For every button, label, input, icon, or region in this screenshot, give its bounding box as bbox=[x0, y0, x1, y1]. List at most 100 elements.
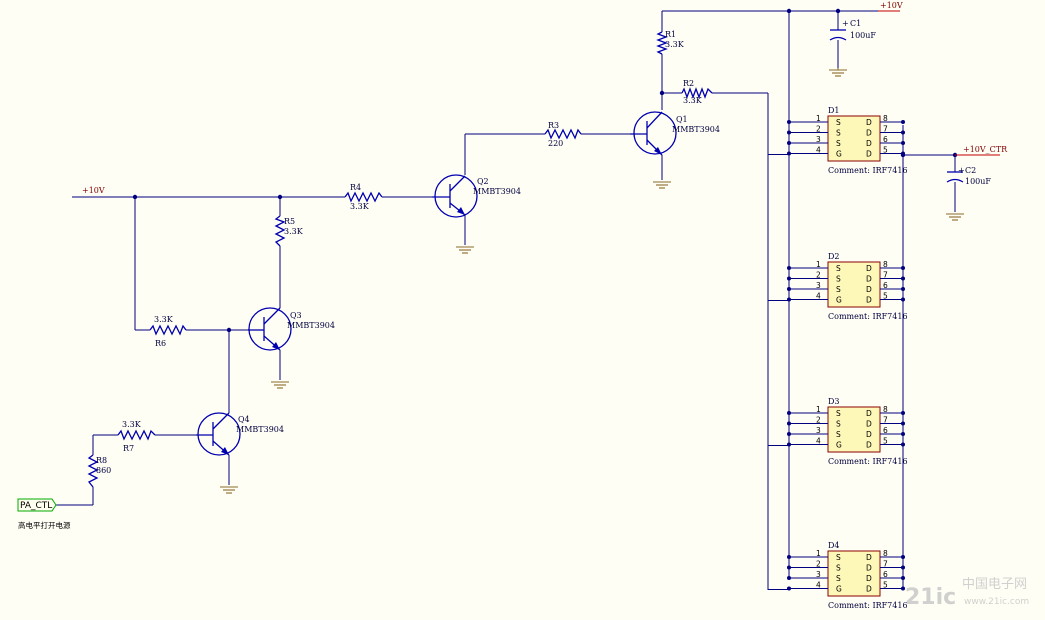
q4-ref: Q4 bbox=[238, 415, 250, 424]
ground-icon bbox=[456, 246, 474, 254]
pin-name: S bbox=[836, 430, 841, 439]
pin-number: 2 bbox=[816, 271, 821, 280]
pin-number: 3 bbox=[816, 426, 821, 435]
r6-ref: R6 bbox=[155, 339, 166, 348]
ground-icon bbox=[220, 486, 238, 494]
pin-number: 8 bbox=[883, 549, 888, 558]
pin-number: 8 bbox=[883, 260, 888, 269]
pin-number: 7 bbox=[883, 560, 888, 569]
mosfet-comment: Comment: IRF7416 bbox=[828, 166, 908, 175]
resistor-r7[interactable]: 3.3K R7 bbox=[117, 420, 156, 453]
pin-number: 2 bbox=[816, 125, 821, 134]
pin-name: S bbox=[836, 139, 841, 148]
c1-plus: + bbox=[842, 19, 849, 28]
pin-name: D bbox=[866, 139, 872, 148]
transistor-q2[interactable]: Q2 MMBT3904 bbox=[432, 174, 521, 218]
ground-icon bbox=[653, 181, 671, 189]
pin-name: G bbox=[836, 585, 842, 594]
pin-name: D bbox=[866, 275, 872, 284]
pin-name: S bbox=[836, 420, 841, 429]
r5-ref: R5 bbox=[284, 217, 295, 226]
pin-name: D bbox=[866, 118, 872, 127]
port-name: PA_CTL bbox=[20, 501, 52, 511]
pin-name: D bbox=[866, 285, 872, 294]
r6-value: 3.3K bbox=[154, 315, 174, 324]
q1-part: MMBT3904 bbox=[672, 125, 720, 134]
pin-number: 6 bbox=[883, 135, 888, 144]
r7-ref: R7 bbox=[123, 444, 134, 453]
pin-name: D bbox=[866, 564, 872, 573]
pin-number: 7 bbox=[883, 271, 888, 280]
power-left-label: +10V bbox=[82, 186, 105, 195]
transistor-q1[interactable]: Q1 MMBT3904 bbox=[630, 111, 720, 156]
pin-name: D bbox=[866, 574, 872, 583]
pin-name: S bbox=[836, 564, 841, 573]
mosfet-body bbox=[827, 261, 881, 308]
mosfet-comment: Comment: IRF7416 bbox=[828, 312, 908, 321]
pin-name: S bbox=[836, 553, 841, 562]
pin-name: D bbox=[866, 420, 872, 429]
mosfet-comment: Comment: IRF7416 bbox=[828, 601, 908, 610]
pin-number: 1 bbox=[816, 405, 821, 414]
q3-part: MMBT3904 bbox=[287, 321, 335, 330]
pin-number: 4 bbox=[816, 292, 821, 301]
pin-number: 5 bbox=[883, 146, 888, 155]
pin-name: S bbox=[836, 275, 841, 284]
resistor-r4[interactable]: R4 3.3K bbox=[344, 183, 383, 211]
c2-plus: + bbox=[958, 166, 965, 175]
capacitor-c2[interactable]: + C2 100uF bbox=[946, 166, 991, 186]
r5-value: 3.3K bbox=[284, 227, 304, 236]
transistor-q4[interactable]: Q4 MMBT3904 bbox=[196, 412, 284, 456]
r2-value: 3.3K bbox=[683, 96, 703, 105]
pin-name: G bbox=[836, 441, 842, 450]
pin-number: 4 bbox=[816, 581, 821, 590]
pin-number: 3 bbox=[816, 570, 821, 579]
pin-name: S bbox=[836, 264, 841, 273]
resistor-r3[interactable]: R3 220 bbox=[544, 121, 582, 148]
pin-name: D bbox=[866, 264, 872, 273]
r8-value: 860 bbox=[96, 466, 111, 475]
pin-name: D bbox=[866, 585, 872, 594]
pin-name: D bbox=[866, 553, 872, 562]
watermark-logo: 21ic bbox=[905, 585, 956, 610]
pin-name: G bbox=[836, 296, 842, 305]
pa-ctl-port[interactable]: PA_CTL 高电平打开电源 bbox=[17, 498, 71, 530]
pin-number: 5 bbox=[883, 437, 888, 446]
resistor-r8[interactable]: R8 860 bbox=[87, 454, 111, 488]
pin-name: D bbox=[866, 430, 872, 439]
mosfet-body bbox=[827, 406, 881, 453]
pin-number: 3 bbox=[816, 281, 821, 290]
pin-number: 1 bbox=[816, 260, 821, 269]
power-top-label: +10V bbox=[880, 1, 903, 10]
mosfet-ref: D3 bbox=[828, 397, 840, 406]
r1-value: 3.3K bbox=[665, 40, 685, 49]
capacitor-c1[interactable]: + C1 100uF bbox=[829, 19, 876, 41]
r7-value: 3.3K bbox=[122, 420, 142, 429]
pin-name: D bbox=[866, 296, 872, 305]
resistor-r6[interactable]: 3.3K R6 bbox=[149, 315, 187, 348]
pin-name: G bbox=[836, 150, 842, 159]
pin-name: D bbox=[866, 409, 872, 418]
c1-value: 100uF bbox=[850, 31, 876, 40]
pin-number: 4 bbox=[816, 146, 821, 155]
pin-number: 4 bbox=[816, 437, 821, 446]
r2-ref: R2 bbox=[683, 79, 694, 88]
pin-number: 1 bbox=[816, 114, 821, 123]
c2-value: 100uF bbox=[965, 177, 991, 186]
resistor-r1[interactable]: R1 3.3K bbox=[656, 30, 685, 55]
pin-name: S bbox=[836, 129, 841, 138]
resistor-r2[interactable]: R2 3.3K bbox=[681, 79, 713, 105]
q2-part: MMBT3904 bbox=[473, 187, 521, 196]
junction-dots bbox=[132, 8, 958, 333]
r4-value: 3.3K bbox=[350, 202, 370, 211]
watermark-name: 中国电子网 bbox=[962, 577, 1027, 592]
resistor-r5[interactable]: R5 3.3K bbox=[274, 215, 304, 247]
transistor-q3[interactable]: Q3 MMBT3904 bbox=[248, 307, 335, 351]
pin-name: S bbox=[836, 574, 841, 583]
q1-ref: Q1 bbox=[676, 115, 688, 124]
